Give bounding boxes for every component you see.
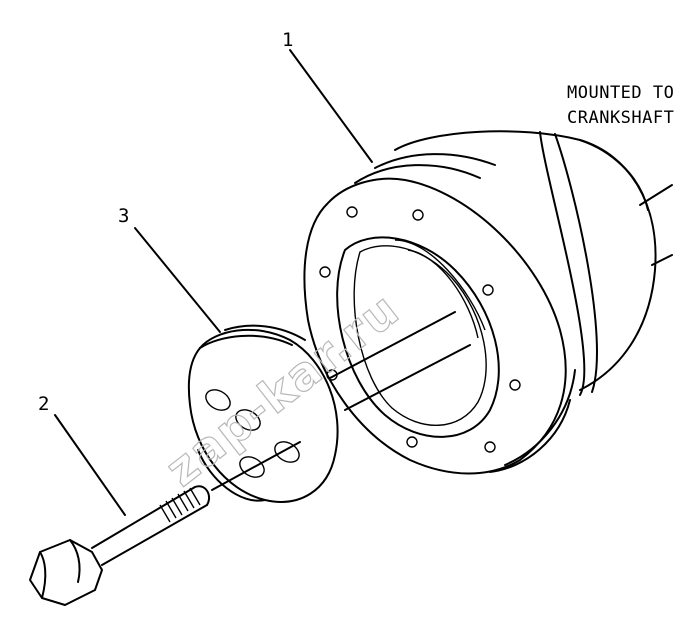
caption-line-1: MOUNTED TO: [567, 83, 674, 103]
leader-line-2: [54, 414, 126, 516]
caption-line-2: CRANKSHAFT: [567, 108, 674, 128]
leader-line-1: [289, 49, 373, 163]
watermark: zap-kar.ru: [156, 281, 410, 496]
spacer-disc: [187, 324, 339, 503]
callout-2: 2: [38, 393, 49, 415]
callout-3: 3: [118, 205, 129, 227]
leader-lines: [54, 49, 373, 516]
hub-assembly: [303, 130, 673, 475]
leader-line-3: [134, 227, 221, 333]
callout-1: 1: [282, 29, 293, 51]
bolt: [29, 485, 211, 606]
